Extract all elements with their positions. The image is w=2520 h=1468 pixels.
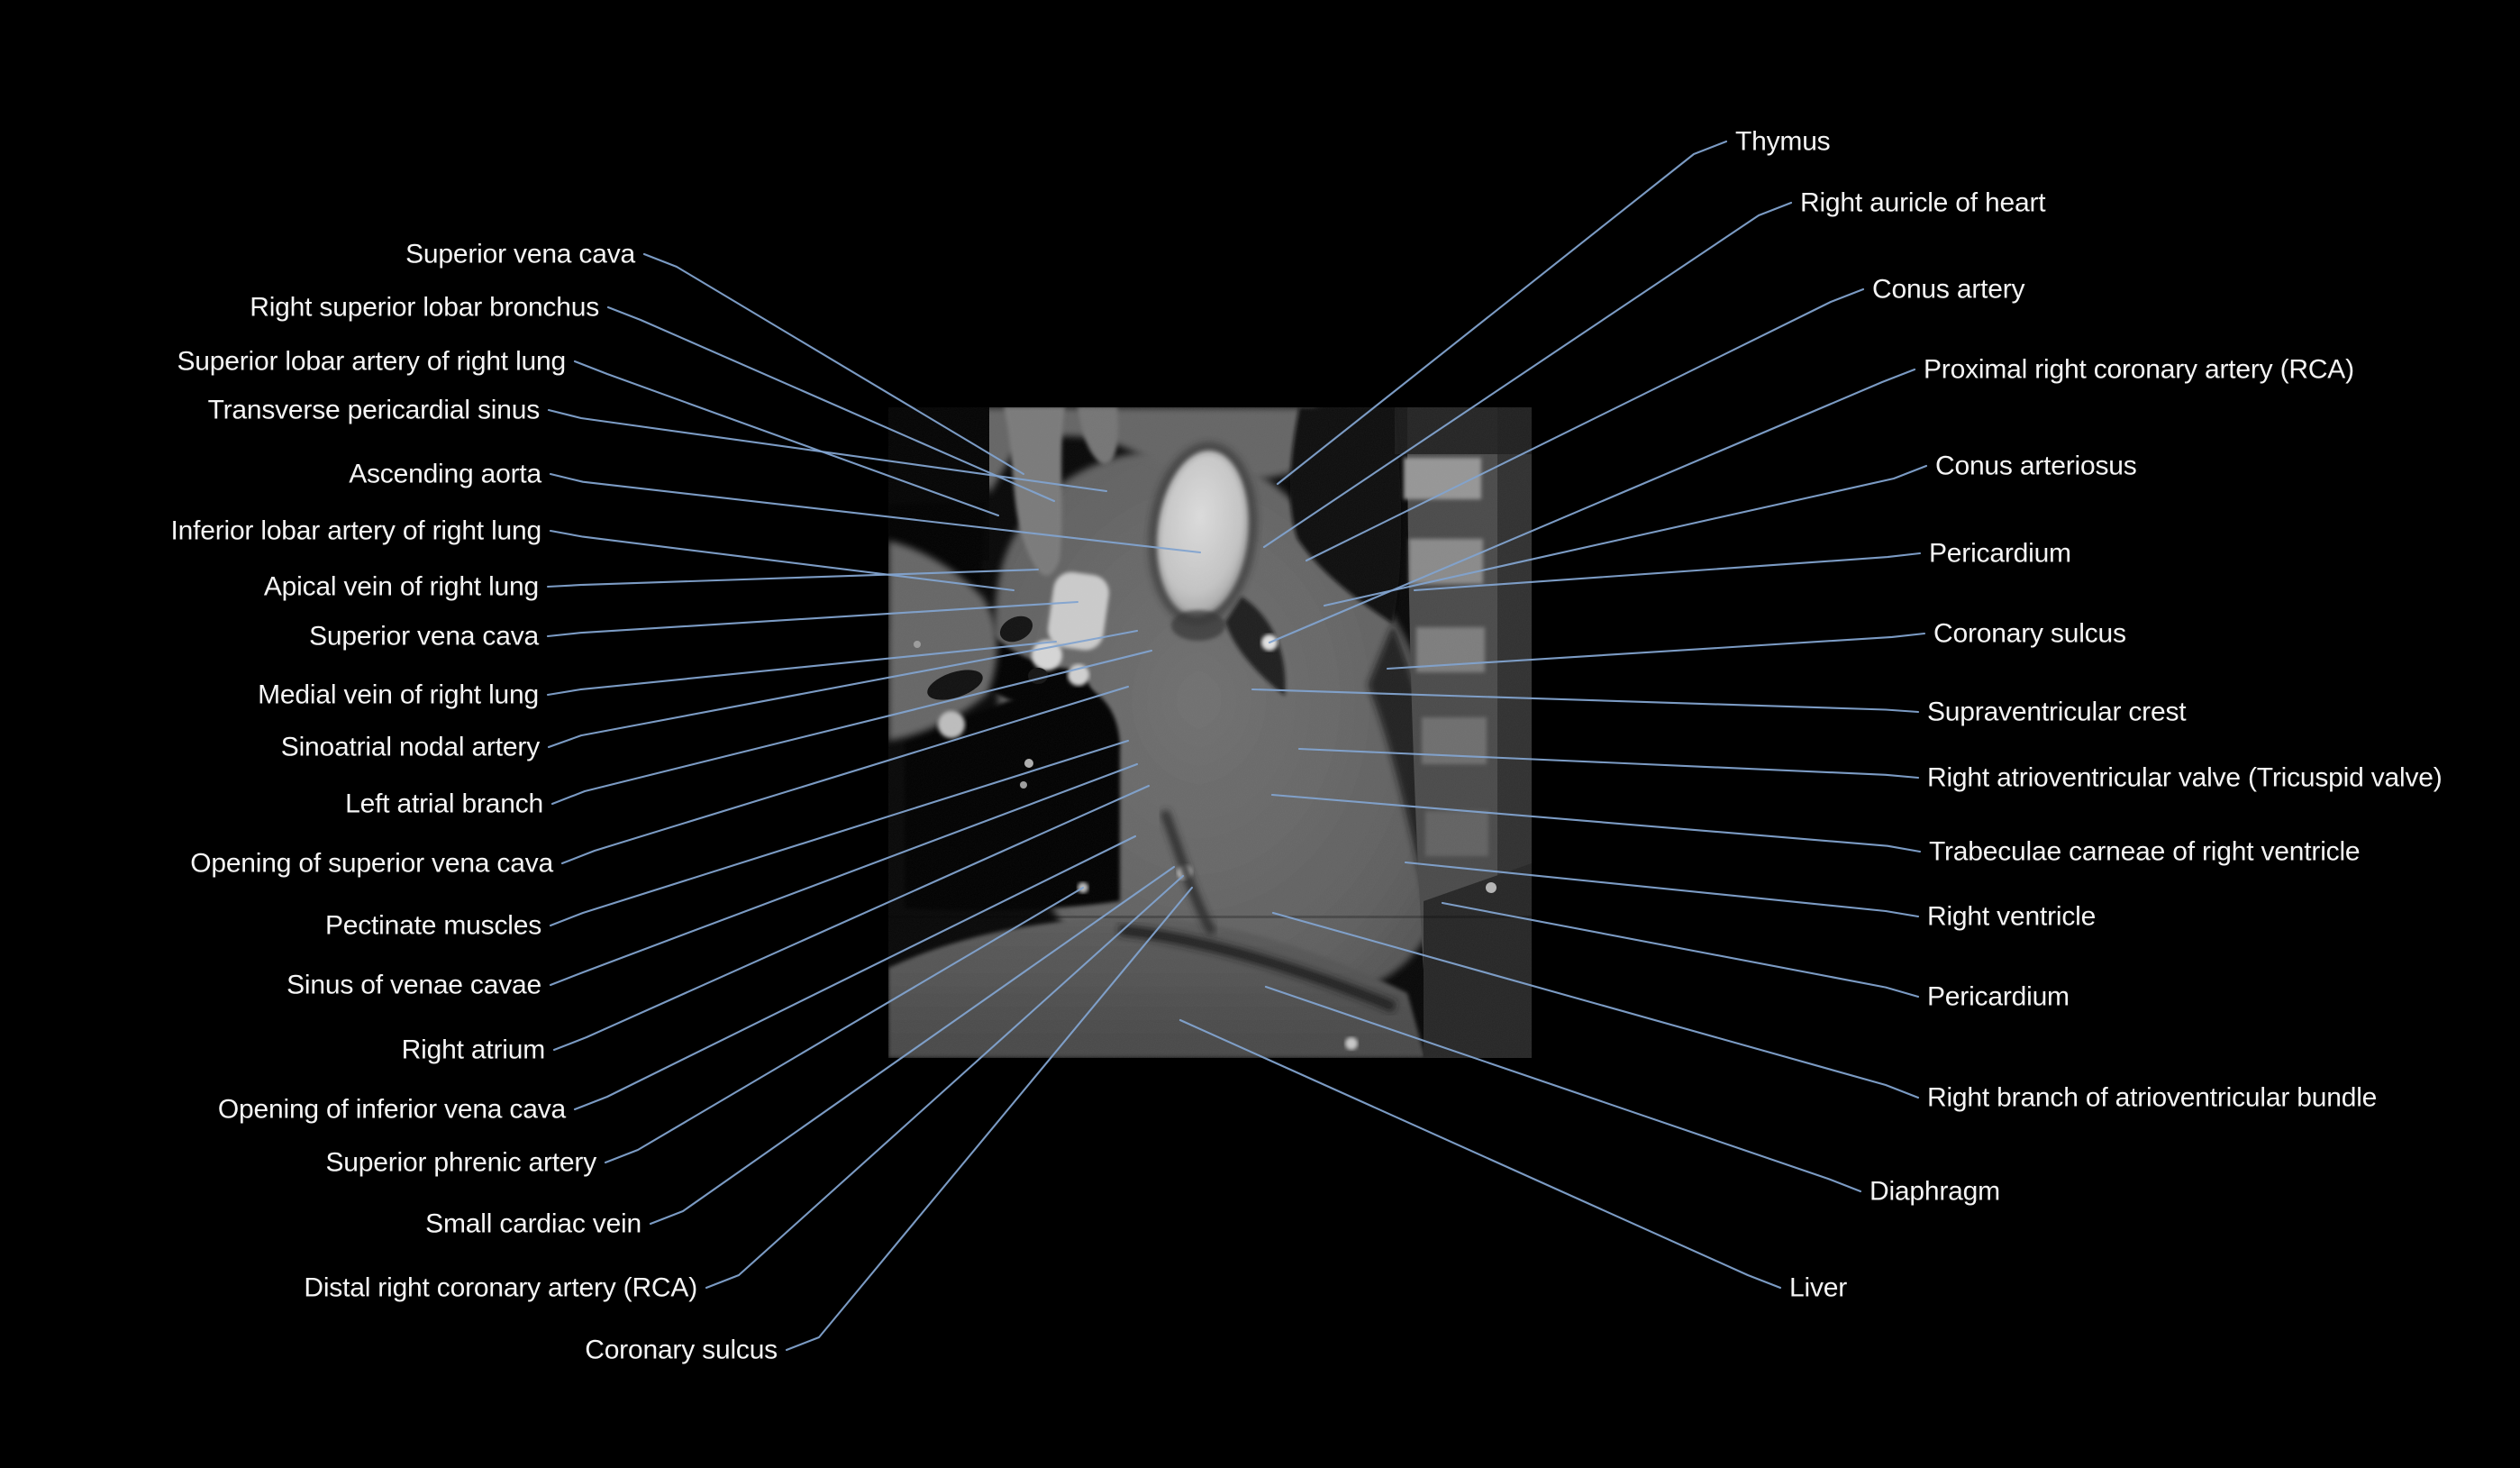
anatomy-label-left-19: Coronary sulcus [585, 1335, 778, 1365]
leader-line-left-10 [550, 649, 1153, 806]
anatomy-label-right-4: Conus arteriosus [1935, 451, 2137, 481]
leader-line-right-6 [1386, 632, 1926, 670]
leader-line-right-12 [1271, 911, 1920, 1099]
leader-line-right-10 [1404, 861, 1920, 918]
anatomy-label-right-12: Right branch of atrioventricular bundle [1927, 1082, 2378, 1113]
leader-line-left-16 [604, 886, 1085, 1164]
anatomy-label-right-9: Trabeculae carneae of right ventricle [1929, 836, 2361, 867]
anatomy-label-left-8: Medial vein of right lung [258, 679, 539, 710]
ct-noise [888, 407, 1532, 1058]
anatomy-label-right-10: Right ventricle [1927, 901, 2097, 932]
anatomy-label-right-8: Right atrioventricular valve (Tricuspid … [1927, 762, 2443, 793]
anatomy-label-left-16: Superior phrenic artery [325, 1147, 596, 1178]
leader-line-right-4 [1323, 464, 1928, 607]
anatomy-label-right-1: Right auricle of heart [1800, 187, 2046, 218]
leader-line-left-4 [549, 472, 1202, 554]
leader-line-right-5 [1413, 552, 1922, 592]
anatomy-label-left-12: Pectinate muscles [324, 910, 541, 941]
leader-line-left-3 [547, 408, 1108, 493]
leader-line-right-9 [1270, 793, 1922, 853]
anatomy-label-left-6: Apical vein of right lung [263, 571, 539, 602]
leader-line-left-15 [573, 834, 1137, 1111]
leader-line-left-2 [573, 360, 1000, 517]
leader-line-right-1 [1262, 201, 1793, 549]
leader-line-left-14 [552, 784, 1151, 1052]
anatomy-label-right-5: Pericardium [1929, 538, 2071, 569]
leader-line-left-19 [785, 886, 1194, 1352]
anatomy-label-right-2: Conus artery [1872, 274, 2025, 305]
leader-line-left-11 [560, 685, 1130, 865]
anatomy-label-right-6: Coronary sulcus [1933, 618, 2126, 649]
leader-line-right-8 [1297, 747, 1920, 780]
anatomy-label-right-0: Thymus [1735, 126, 1831, 157]
anatomy-label-left-9: Sinoatrial nodal artery [280, 732, 540, 762]
leader-line-left-5 [549, 529, 1015, 592]
leader-line-left-13 [549, 762, 1139, 987]
leader-line-right-7 [1251, 688, 1920, 714]
leader-line-left-9 [547, 629, 1139, 749]
anatomy-label-left-3: Transverse pericardial sinus [207, 395, 541, 425]
leader-line-right-3 [1268, 368, 1916, 644]
anatomy-label-left-11: Opening of superior vena cava [190, 848, 553, 879]
anatomy-label-left-7: Superior vena cava [309, 621, 539, 652]
leader-line-right-2 [1305, 287, 1865, 562]
leader-line-left-18 [705, 874, 1185, 1290]
anatomy-label-right-3: Proximal right coronary artery (RCA) [1924, 354, 2354, 385]
anatomy-label-left-18: Distal right coronary artery (RCA) [304, 1272, 697, 1303]
anatomy-label-left-2: Superior lobar artery of right lung [177, 346, 566, 377]
leader-line-left-8 [546, 640, 1058, 697]
leader-line-left-1 [606, 305, 1056, 503]
leader-line-left-17 [649, 865, 1176, 1226]
leader-line-right-0 [1276, 140, 1728, 486]
leader-line-left-7 [546, 600, 1079, 638]
anatomy-label-left-1: Right superior lobar bronchus [250, 292, 599, 323]
anatomy-label-left-0: Superior vena cava [405, 239, 635, 269]
anatomy-label-left-17: Small cardiac vein [425, 1208, 641, 1239]
anatomy-label-left-10: Left atrial branch [345, 789, 543, 819]
anatomy-label-right-11: Pericardium [1927, 981, 2070, 1012]
anatomy-label-right-13: Diaphragm [1870, 1176, 2000, 1207]
anatomy-label-left-13: Sinus of venae cavae [287, 970, 541, 1000]
anatomy-label-right-14: Liver [1789, 1272, 1848, 1303]
anatomy-label-left-4: Ascending aorta [349, 459, 541, 489]
leader-line-left-6 [546, 568, 1040, 588]
anatomy-label-left-15: Opening of inferior vena cava [217, 1094, 566, 1125]
leader-line-left-0 [642, 252, 1025, 476]
leader-line-right-14 [1178, 1018, 1782, 1290]
leader-line-right-13 [1264, 985, 1862, 1193]
anatomy-label-left-14: Right atrium [401, 1035, 546, 1065]
leader-line-right-11 [1441, 901, 1920, 998]
anatomy-label-left-5: Inferior lobar artery of right lung [170, 515, 541, 546]
leader-line-left-12 [549, 739, 1130, 927]
anatomy-label-right-7: Supraventricular crest [1927, 697, 2187, 727]
